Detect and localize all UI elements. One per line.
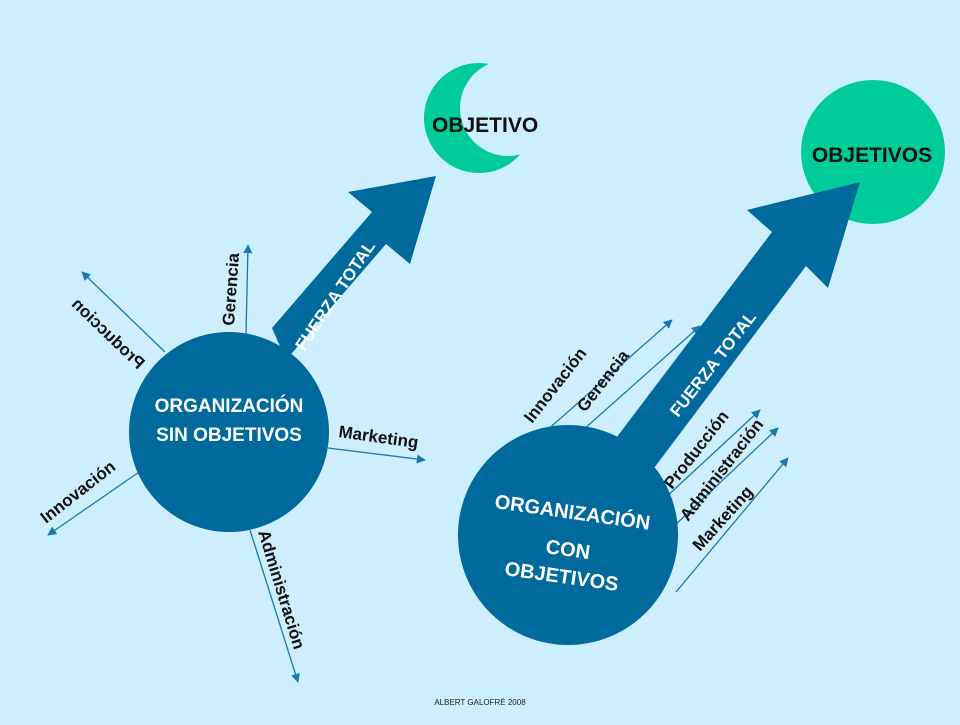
left-arrow-innovacion <box>47 469 143 536</box>
right-arrow-administracion <box>671 427 779 529</box>
right-force-arrow <box>598 182 860 492</box>
left-arrow-administracion <box>249 529 300 683</box>
right-arrow-marketing <box>675 457 789 593</box>
left-label-produccion: Produccion <box>68 294 148 373</box>
right-goal-label: OBJETIVOS <box>812 144 932 167</box>
left-label-innovacion: Innovación <box>37 457 119 527</box>
left-org-line2: SIN OBJETIVOS <box>156 425 302 446</box>
goal-crescent <box>424 63 534 173</box>
left-arrow-gerencia <box>243 244 253 336</box>
right-arrow-produccion <box>664 409 761 499</box>
left-arrow-marketing <box>327 447 426 464</box>
right-arrow-gerencia <box>573 325 701 439</box>
left-label-gerencia: Gerencia <box>219 252 243 326</box>
right-org-circle <box>458 425 678 645</box>
left-label-administracion: Administración <box>254 528 308 652</box>
right-label-innovacion: Innovación <box>520 344 590 426</box>
footer-credit: ALBERT GALOFRÉ 2008 <box>434 698 526 707</box>
left-goal-label: OBJETIVO <box>432 114 538 137</box>
left-org-line1: ORGANIZACIÓN <box>155 395 304 417</box>
left-force-arrow <box>272 176 436 360</box>
left-label-marketing: Marketing <box>337 422 419 452</box>
left-arrow-produccion <box>81 271 166 353</box>
left-org-circle <box>129 332 329 532</box>
right-arrow-innovacion <box>544 319 673 433</box>
